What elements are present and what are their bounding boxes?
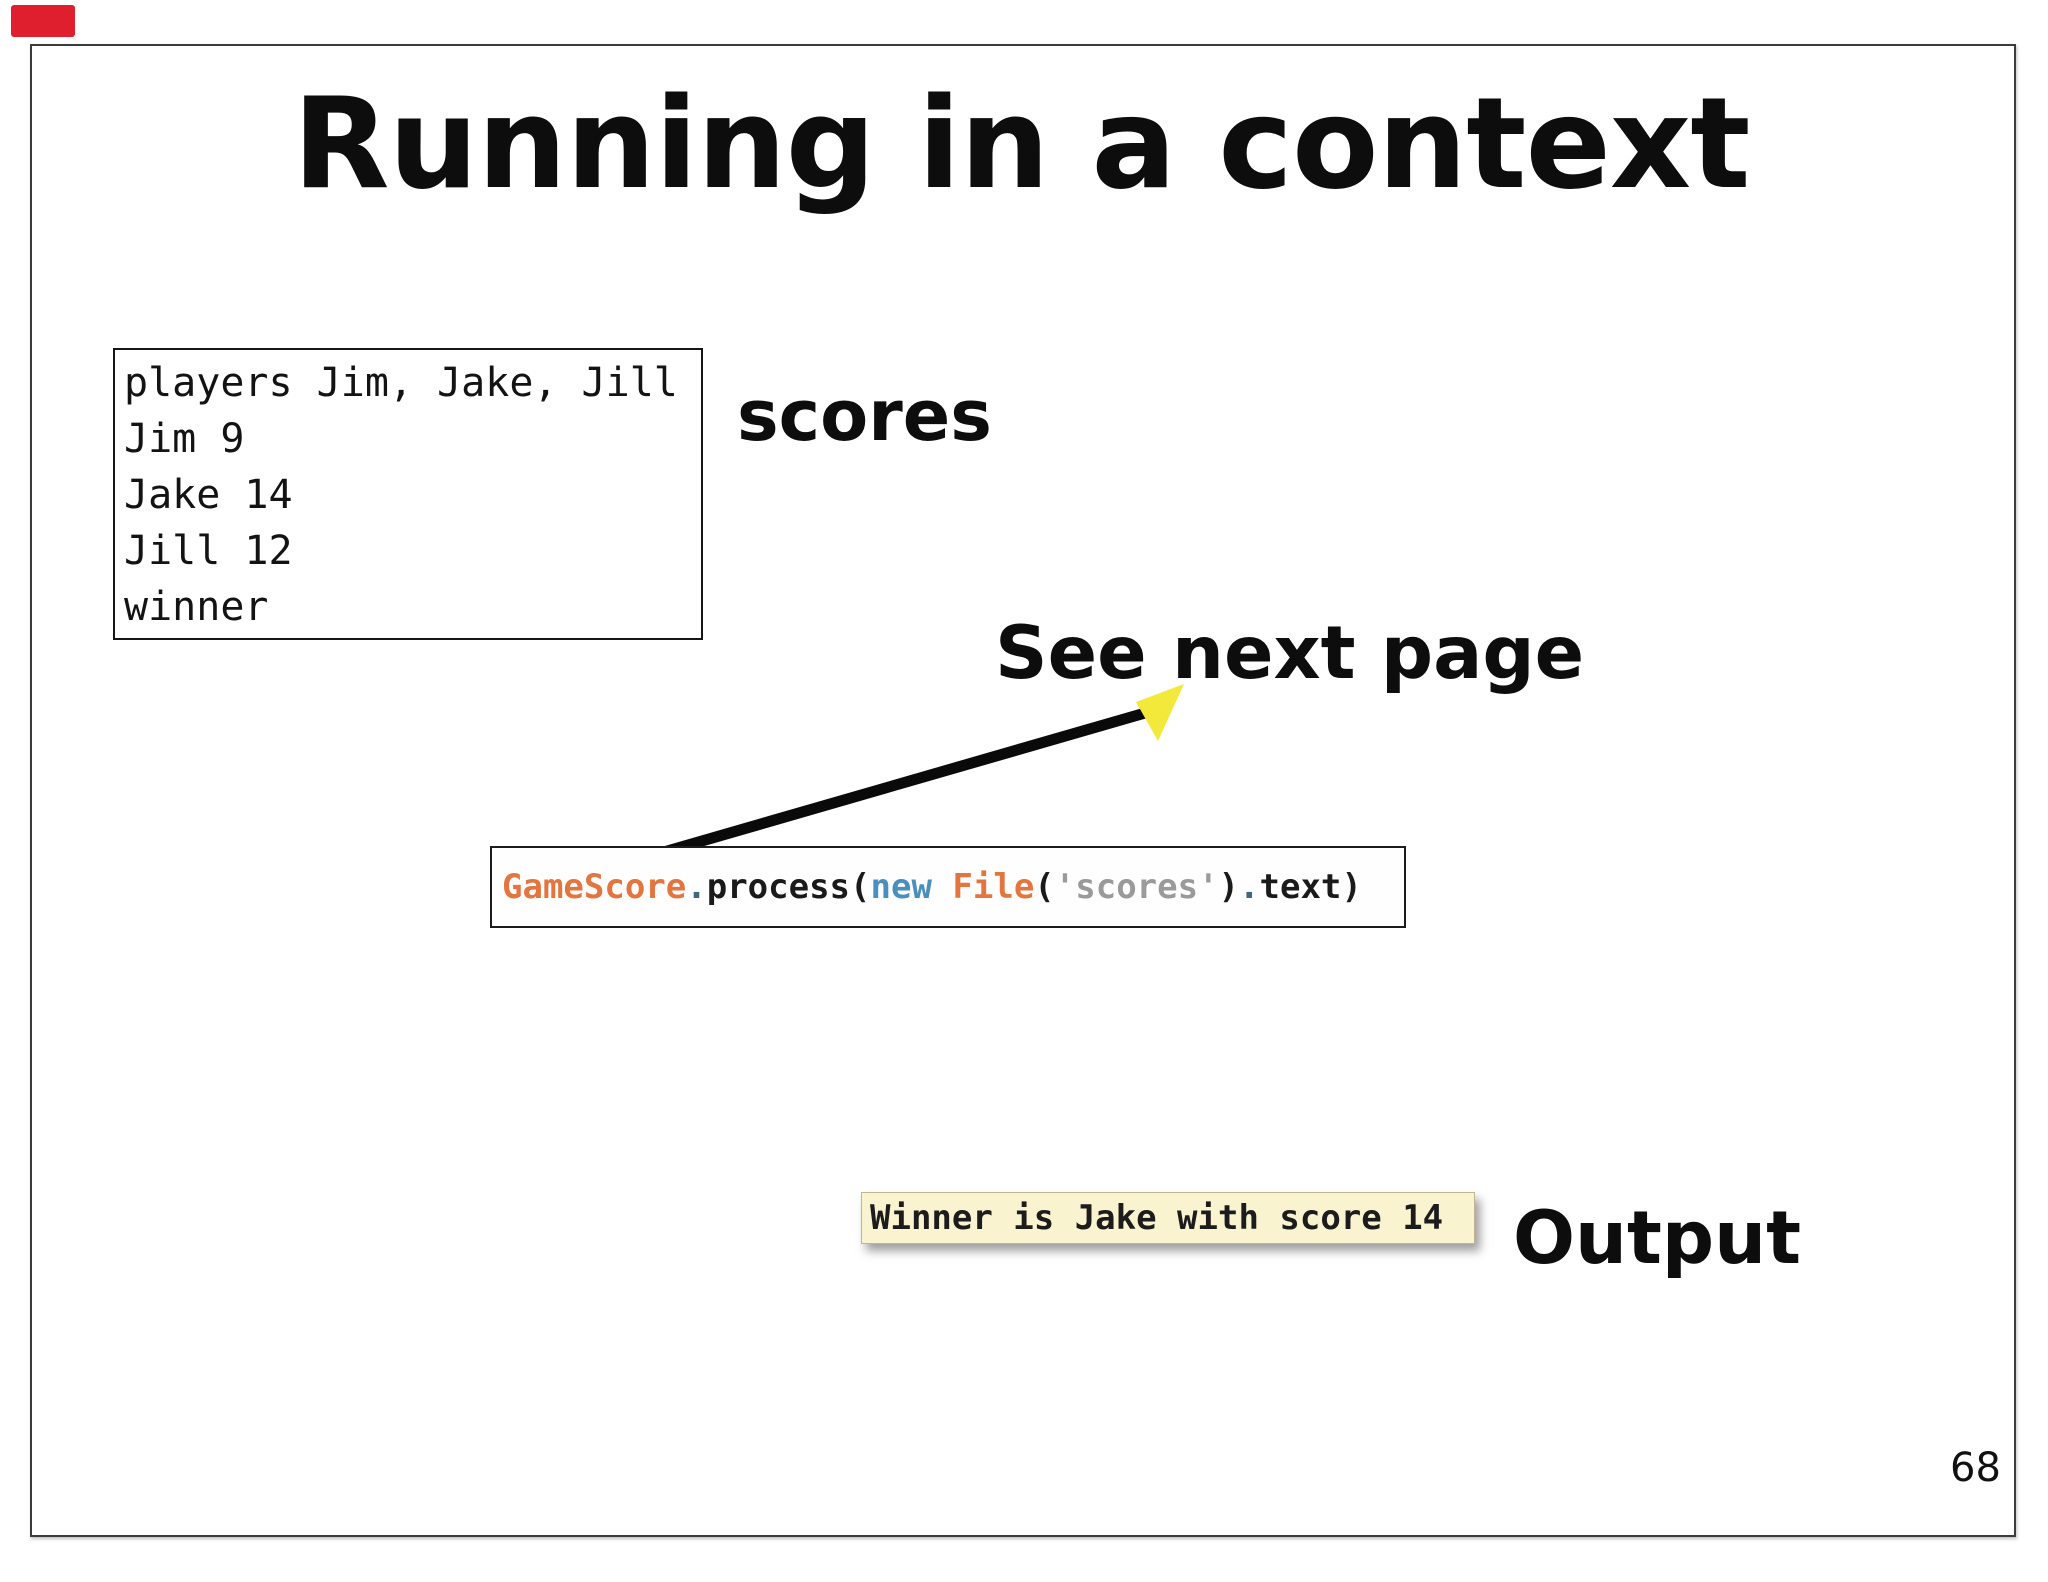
code-token-string: 'scores' (1054, 867, 1219, 907)
code-token-class: File (952, 867, 1035, 907)
scores-file-line: Jake 14 (124, 472, 293, 518)
code-token-property: text (1259, 867, 1342, 907)
see-next-page-label: See next page (995, 611, 1585, 696)
program-output-box: Winner is Jake with score 14 (861, 1192, 1475, 1244)
code-token-dot: . (686, 867, 707, 907)
page-number: 68 (1950, 1445, 2001, 1491)
code-token-dot: . (1239, 867, 1260, 907)
red-marker (11, 5, 75, 37)
code-token-method: process (706, 867, 851, 907)
code-token-paren: ) (1218, 867, 1240, 907)
code-token-class: GameScore (502, 867, 687, 907)
code-token-space (932, 867, 952, 907)
code-token-paren: ) (1341, 867, 1362, 907)
slide-frame (30, 44, 2016, 1537)
scores-file-line: Jim 9 (124, 416, 245, 462)
scores-label: scores (737, 375, 992, 457)
code-token-paren: ( (850, 867, 871, 907)
code-box: GameScore.process(new File('scores').tex… (490, 846, 1406, 928)
slide-title: Running in a context (292, 70, 1751, 217)
output-label: Output (1513, 1196, 1802, 1281)
code-token-paren: ( (1034, 867, 1055, 907)
scores-file-line: Jill 12 (124, 528, 293, 574)
code-token-keyword: new (870, 867, 932, 907)
scores-file-line: winner (124, 584, 269, 630)
scores-file-line: players Jim, Jake, Jill (124, 360, 678, 406)
